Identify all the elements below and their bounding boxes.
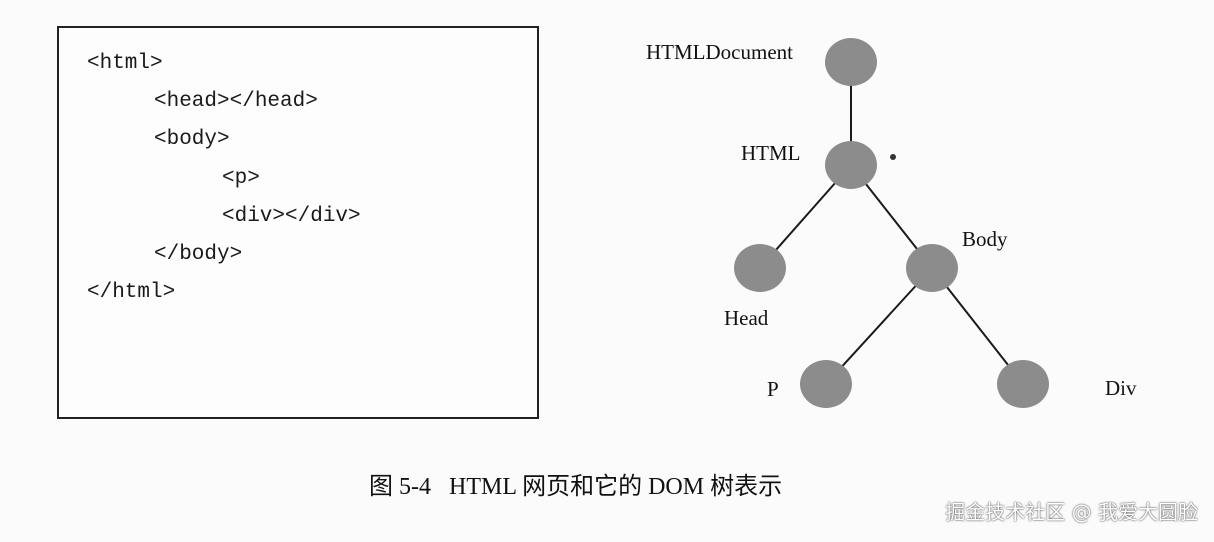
code-line-head: <head></head> bbox=[154, 90, 318, 113]
code-line-html-close: </html> bbox=[87, 281, 176, 304]
code-line-html-open: <html> bbox=[87, 52, 163, 75]
code-line-body-open: <body> bbox=[154, 128, 230, 151]
watermark: 掘金技术社区 @ 我爱大圆脸 bbox=[945, 500, 1198, 524]
scan-speck bbox=[890, 154, 896, 160]
code-line-p: <p> bbox=[222, 167, 260, 190]
label-head: Head bbox=[724, 306, 769, 330]
tree-edges bbox=[759, 62, 1024, 385]
tree-labels: HTMLDocument HTML Head Body P Div bbox=[646, 40, 1137, 401]
tree-nodes bbox=[734, 38, 1049, 408]
code-line-body-close: </body> bbox=[154, 243, 243, 266]
label-html: HTML bbox=[741, 141, 801, 165]
figure-caption: 图 5-4 HTML 网页和它的 DOM 树表示 bbox=[369, 474, 783, 500]
label-body: Body bbox=[962, 227, 1008, 251]
node-div bbox=[997, 360, 1049, 408]
node-html-document bbox=[825, 38, 877, 86]
label-html-document: HTMLDocument bbox=[646, 40, 793, 64]
edge-body-p bbox=[825, 267, 933, 385]
node-html bbox=[825, 141, 877, 189]
label-div: Div bbox=[1105, 376, 1137, 400]
label-p: P bbox=[767, 377, 779, 401]
node-head bbox=[734, 244, 786, 292]
code-line-div: <div></div> bbox=[222, 205, 361, 228]
node-p bbox=[800, 360, 852, 408]
node-body bbox=[906, 244, 958, 292]
html-source-box: <html> <head></head> <body> <p> <div></d… bbox=[57, 26, 539, 419]
